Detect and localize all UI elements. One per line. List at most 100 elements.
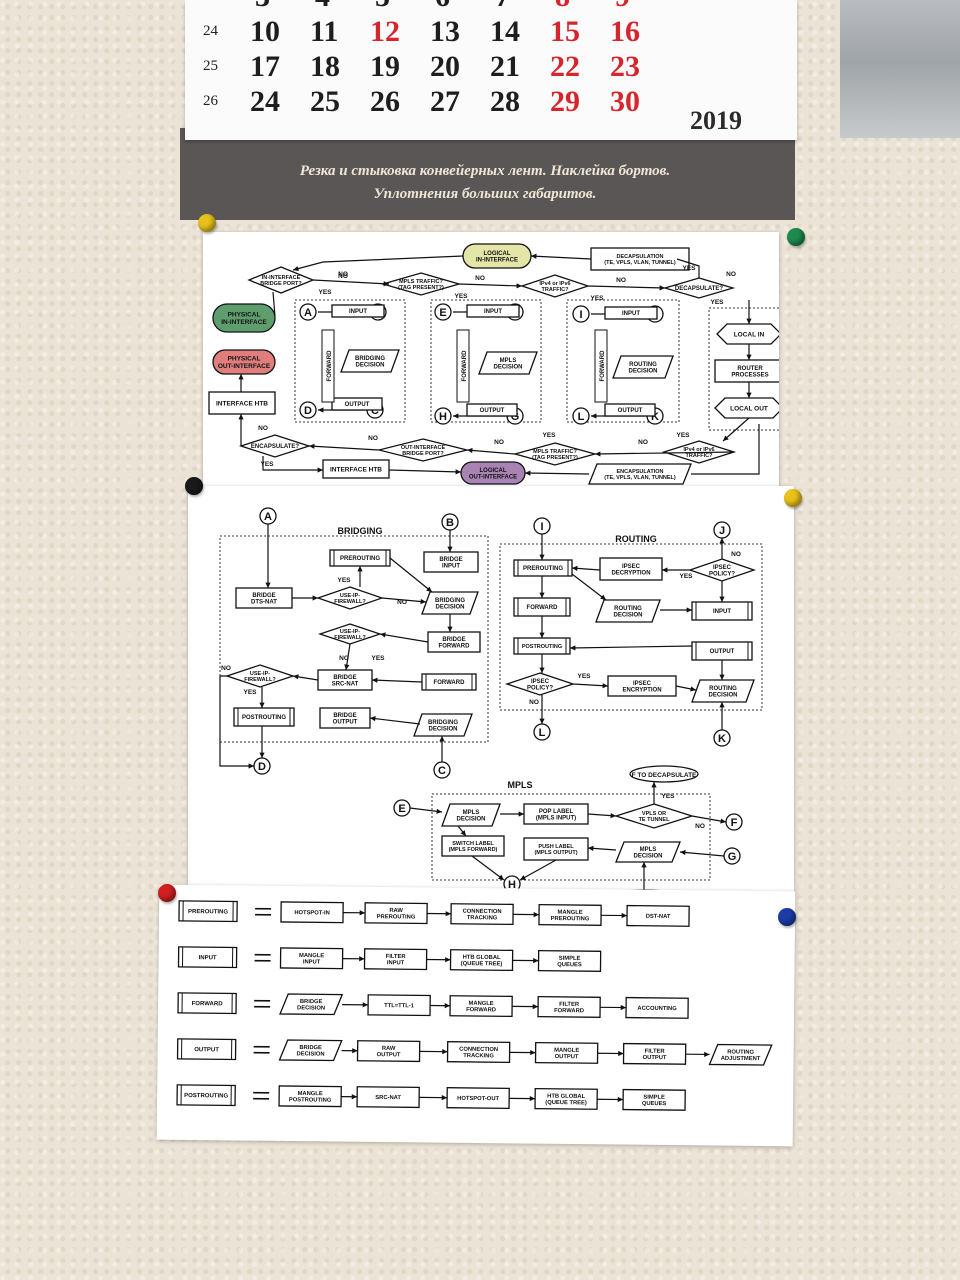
arrow-head: [445, 957, 451, 963]
flow-no-to-decap: [587, 285, 666, 289]
calendar-day: 24: [250, 85, 280, 118]
legend-step-label: TTL=TTL-1: [384, 1003, 415, 1009]
encapsulation-box-label: ENCAPSULATION(TE, VPLS, VLAN, TUNNEL): [604, 469, 676, 481]
arrow-head: [525, 470, 531, 476]
mpls-title: MPLS: [507, 780, 532, 790]
calendar-day: 10: [250, 15, 280, 48]
arrow-head: [445, 911, 452, 917]
arrow-head: [420, 598, 426, 605]
arrow-head: [618, 1050, 624, 1057]
encapsulation-box: [588, 463, 692, 485]
postrouting-box-label: POSTROUTING: [242, 715, 286, 721]
legend-step-label: MANGLEPOSTROUTING: [289, 1091, 332, 1104]
legend-step-label: SRC-NAT: [375, 1095, 401, 1101]
green-pin: [787, 228, 805, 246]
routing-group: [566, 299, 680, 423]
legend-step-decision-label: ROUTINGADJUSTMENT: [721, 1049, 761, 1062]
arrow-head: [704, 1051, 710, 1058]
ipsec-policy-question-2: [504, 672, 576, 696]
arrow-head: [621, 912, 628, 919]
encapsulate-question-label: ENCAPSULATE?: [251, 444, 300, 450]
legend-key-postrouting: [176, 1084, 236, 1107]
interface-htb-box-label: INTERFACE HTB: [216, 400, 268, 407]
flow-line: [691, 815, 727, 823]
mpls-traffic-question: [380, 272, 462, 296]
arrow-head: [719, 702, 725, 708]
calendar-day: 16: [610, 15, 640, 48]
arrow-head: [362, 1002, 369, 1008]
physical-in-interface: [212, 303, 276, 333]
arrow-head: [453, 413, 459, 419]
label-no: NO: [494, 439, 504, 446]
calendar-day: 29: [550, 85, 580, 118]
calendar-day: 17: [250, 50, 280, 83]
legend-step-label: DST-NAT: [646, 914, 671, 920]
label-yes: YES: [682, 265, 696, 272]
connector-circle-letter: E: [439, 307, 446, 319]
calendar-day: 11: [310, 15, 339, 48]
mpls-decision: [441, 803, 501, 827]
connector-circle-letter: A: [304, 307, 312, 319]
flow-to-logical-in: [530, 255, 592, 260]
arrow-head: [436, 808, 442, 814]
arrow-head: [719, 538, 725, 544]
arrow-head: [539, 632, 545, 638]
flow-line: [691, 424, 760, 475]
flow-line: [272, 291, 276, 317]
arrow-head: [248, 763, 254, 769]
legend-step-decision: [278, 1039, 343, 1062]
forward-label: FORWARD: [462, 350, 468, 382]
encapsulate-question: [238, 434, 312, 458]
arrow-head: [572, 565, 578, 571]
arrow-head: [259, 752, 265, 758]
calendar-day: 28: [490, 85, 520, 118]
bridge-input-box: [423, 551, 479, 573]
label-yes: YES: [676, 432, 690, 439]
caption-line-1: Резка и стыковка конвейерных лент. Накле…: [299, 163, 671, 179]
flow-line: [524, 472, 590, 475]
label-no: NO: [726, 271, 736, 278]
legend-step-label: SIMPLEQUEUES: [557, 956, 582, 969]
arrow-head: [662, 567, 668, 573]
flow-line: [679, 851, 725, 857]
legend-step-label: HOTSPOT-OUT: [457, 1096, 499, 1102]
label-no: NO: [338, 271, 348, 278]
legend-step: [626, 904, 690, 927]
input-box-label: INPUT: [484, 309, 502, 315]
input-box: [604, 306, 658, 320]
forward-box-2-label: FORWARD: [527, 605, 559, 611]
arrow-head: [532, 1003, 539, 1010]
legend-step-label: HTB GLOBAL(QUEUE TREE): [545, 1094, 587, 1107]
connector-circle: [434, 303, 452, 321]
out-bridge-port-question: [378, 438, 468, 462]
label-yes: YES: [260, 461, 274, 468]
forward-bar: [456, 329, 470, 403]
flow-line: [219, 675, 254, 767]
connector-circle-letter: D: [304, 405, 312, 417]
forward-label: FORWARD: [600, 350, 606, 382]
label-no: NO: [731, 551, 741, 558]
local-out-box: [714, 397, 784, 419]
legend-step-label: MANGLEFORWARD: [466, 1001, 496, 1014]
arrow-head: [351, 1094, 358, 1100]
arrow-head: [539, 554, 545, 560]
arrow-head: [460, 830, 466, 836]
arrow-head: [680, 849, 686, 856]
forward-label: FORWARD: [327, 350, 333, 382]
calendar-week-number: 24: [203, 23, 218, 39]
arrow-head: [383, 281, 389, 287]
use-ip-firewall-question: [316, 586, 384, 610]
arrow-head: [600, 594, 606, 600]
output-box: [331, 397, 383, 411]
arrow-head: [641, 862, 647, 868]
arrow-head: [620, 1004, 627, 1011]
arrow-head: [357, 566, 363, 572]
